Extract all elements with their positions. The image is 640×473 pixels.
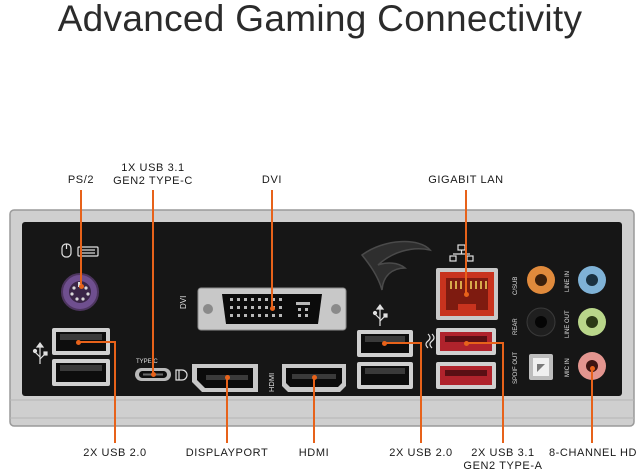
panel-label-spdif: SPDIF OUT	[513, 352, 519, 384]
panel-label-mic-in: MIC IN	[565, 358, 571, 377]
callout-line-usb31-typea-v	[502, 342, 504, 443]
label-usb20-right: 2X USB 2.0	[389, 447, 453, 459]
label-audio: 8-CHANNEL HD	[548, 447, 638, 459]
callout-line-audio	[591, 368, 593, 443]
callout-line-displayport	[226, 377, 228, 443]
ps2-mouse-keyboard-icon	[61, 243, 99, 258]
callout-line-typec	[152, 190, 154, 374]
callout-line-hdmi	[313, 377, 315, 443]
callout-line-lan	[465, 190, 467, 294]
callout-dot-usb31-typea	[464, 340, 469, 346]
audio-jack-csub	[527, 266, 555, 294]
usb-symbol-icon	[32, 342, 48, 364]
page-title: Advanced Gaming Connectivity	[57, 0, 583, 39]
displayport-symbol-icon	[175, 369, 188, 381]
callout-dot-displayport	[224, 375, 230, 380]
panel-label-hdmi: HDMI	[267, 373, 276, 392]
label-dvi: DVI	[261, 174, 283, 186]
rog-logo-icon	[360, 240, 432, 291]
network-icon	[449, 244, 474, 262]
label-usb20-left: 2X USB 2.0	[83, 447, 147, 459]
callout-line-usb20-right-h	[384, 342, 422, 344]
callout-line-usb20-right-v	[420, 342, 422, 443]
callout-dot-usb20-left	[76, 339, 81, 345]
callout-line-ps2	[80, 190, 82, 284]
label-hdmi: HDMI	[298, 447, 330, 459]
callout-dot-ps2	[78, 284, 84, 289]
panel-label-typec: TYPE C	[136, 359, 158, 365]
callout-dot-audio	[589, 366, 595, 371]
label-ps2: PS/2	[67, 174, 95, 186]
spdif-out-port	[529, 354, 553, 380]
usb-superspeed-icon	[425, 333, 435, 349]
usb-symbol-icon-right	[372, 304, 388, 326]
callout-dot-lan	[463, 292, 469, 297]
label-gigabit-lan: GIGABIT LAN	[428, 174, 504, 186]
callout-dot-typec	[150, 372, 156, 377]
callout-line-usb31-typea-h	[466, 342, 504, 344]
callout-dot-usb20-right	[382, 340, 387, 346]
audio-jack-rear	[526, 307, 556, 337]
callout-line-usb20-left-h	[78, 341, 116, 343]
panel-label-line-in: LINE IN	[565, 271, 571, 292]
callout-dot-hdmi	[311, 375, 317, 380]
label-usb31-typec: 1X USB 3.1 GEN2 TYPE-C	[113, 162, 193, 187]
label-displayport: DISPLAYPORT	[185, 447, 269, 459]
audio-jack-line-in	[578, 266, 606, 294]
label-usb31-typea: 2X USB 3.1 GEN2 TYPE-A	[463, 447, 543, 472]
panel-label-dvi: DVI	[179, 296, 188, 309]
panel-label-line-out: LINE OUT	[565, 310, 571, 338]
panel-label-csub: C/SUB	[513, 277, 519, 295]
callout-line-usb20-left-v	[114, 341, 116, 443]
callout-dot-dvi	[269, 306, 275, 311]
panel-label-rear: REAR	[513, 318, 519, 335]
callout-line-dvi	[271, 190, 273, 308]
audio-jack-line-out	[578, 308, 606, 336]
